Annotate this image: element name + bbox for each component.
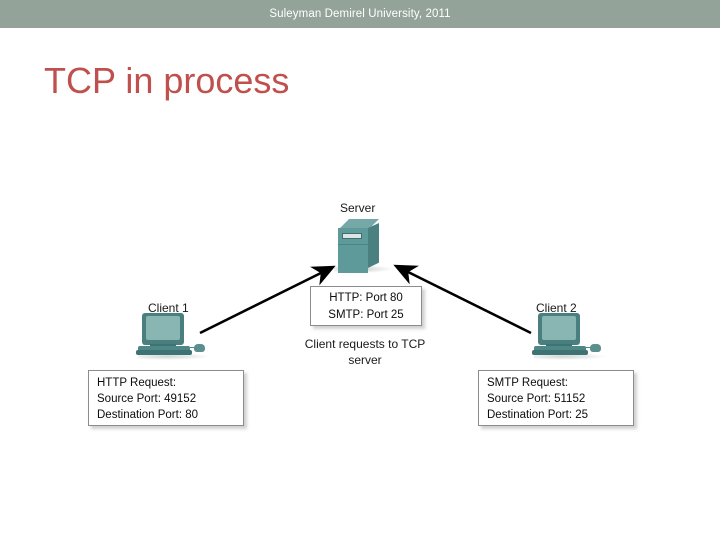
server-ports-line-2: SMTP: Port 25 bbox=[328, 309, 404, 321]
server-tower-icon bbox=[334, 219, 380, 273]
client2-screen-neck bbox=[546, 344, 572, 347]
client2-laptop-shadow bbox=[534, 353, 606, 360]
client1-mouse-cord bbox=[190, 347, 195, 348]
client2-request-line-1: SMTP Request: bbox=[487, 377, 568, 389]
page-title: TCP in process bbox=[44, 60, 290, 101]
server-top-face bbox=[338, 219, 379, 230]
client2-screen bbox=[542, 316, 576, 340]
server-panel-divider bbox=[338, 244, 368, 245]
caption-line-1: Client requests to TCP bbox=[304, 337, 426, 351]
server-drive-slot-icon bbox=[342, 233, 362, 239]
server-ports-line-1: HTTP: Port 80 bbox=[329, 292, 403, 304]
server-ports-box: HTTP: Port 80 SMTP: Port 25 bbox=[310, 286, 422, 326]
server-side-face bbox=[368, 223, 379, 268]
client2-keyboard-base bbox=[534, 346, 586, 353]
diagram-caption: Client requests to TCP server bbox=[290, 336, 440, 368]
client1-screen-neck bbox=[150, 344, 176, 347]
client1-screen bbox=[146, 316, 180, 340]
client1-request-box: HTTP Request: Source Port: 49152 Destina… bbox=[88, 370, 244, 426]
client1-base-front bbox=[136, 350, 192, 355]
client2-laptop-icon bbox=[532, 313, 606, 360]
client1-mouse-icon bbox=[194, 344, 205, 352]
header-band bbox=[0, 0, 720, 28]
client1-laptop-shadow bbox=[138, 353, 210, 360]
client2-label: Client 2 bbox=[536, 301, 577, 315]
client1-request-line-1: HTTP Request: bbox=[97, 377, 177, 389]
client2-request-box: SMTP Request: Source Port: 51152 Destina… bbox=[478, 370, 634, 426]
client1-request-line-2: Source Port: 49152 bbox=[97, 393, 197, 405]
client2-base-front bbox=[532, 350, 588, 355]
header-title: Suleyman Demirel University, 2011 bbox=[269, 8, 451, 20]
client2-request-line-2: Source Port: 51152 bbox=[487, 393, 586, 405]
client2-mouse-cord bbox=[586, 347, 591, 348]
client1-laptop-icon bbox=[136, 313, 210, 360]
caption-line-2: server bbox=[348, 353, 382, 367]
client2-mouse-icon bbox=[590, 344, 601, 352]
client1-request-line-3: Destination Port: 80 bbox=[97, 409, 199, 421]
client2-request-line-3: Destination Port: 25 bbox=[487, 409, 589, 421]
client1-keyboard-base bbox=[138, 346, 190, 353]
client1-label: Client 1 bbox=[148, 301, 189, 315]
server-label: Server bbox=[340, 201, 376, 215]
